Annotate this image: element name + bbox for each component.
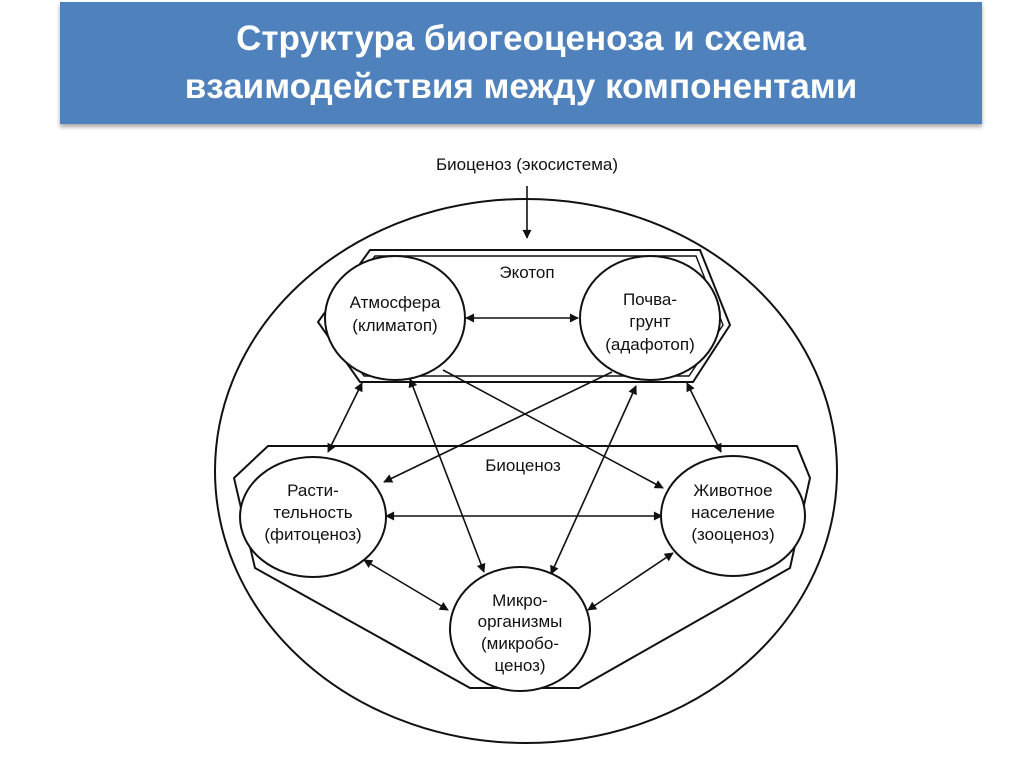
- page-title-line1: Структура биогеоценоза и схема: [236, 19, 806, 58]
- arrow-soil-animals: [686, 382, 722, 453]
- page-title-line2: взаимодействия между компонентами: [184, 67, 858, 106]
- arrow-atmosphere-microbes: [408, 378, 486, 573]
- node-atmosphere: Атмосфера (климатоп): [324, 255, 466, 381]
- node-animals-line3: (зооценоз): [691, 525, 774, 544]
- node-soil-line2: грунт: [629, 312, 670, 331]
- ecotop-label: Экотоп: [499, 263, 554, 282]
- node-microbes-line2: организмы: [478, 612, 563, 631]
- arrow-plants-microbes: [363, 559, 449, 611]
- node-animals: Животное население (зооценоз): [660, 455, 806, 577]
- node-animals-line2: население: [691, 503, 775, 522]
- node-microbes-line4: ценоз): [494, 656, 545, 675]
- node-plants-line2: тельность: [273, 503, 352, 522]
- arrow-animals-microbes: [587, 552, 674, 611]
- node-plants-line3: (фитоценоз): [264, 525, 361, 544]
- arrow-atmosphere-plants: [327, 382, 363, 453]
- node-soil: Почва- грунт (адафотоп): [579, 255, 721, 381]
- title-banner: Структура биогеоценоза и схема взаимодей…: [60, 2, 982, 124]
- node-soil-line1: Почва-: [623, 290, 677, 309]
- node-atmosphere-line1: Атмосфера: [350, 293, 441, 312]
- node-microbes-line1: Микро-: [492, 591, 548, 610]
- ecotop-group-outer: [316, 249, 732, 383]
- node-microbes: Микро- организмы (микробо- ценоз): [449, 566, 591, 692]
- node-microbes-line3: (микробо-: [481, 634, 559, 653]
- node-plants-line1: Расти-: [287, 481, 339, 500]
- node-animals-line1: Животное: [693, 481, 772, 500]
- ecosystem-label: Биоценоз (экосистема): [436, 155, 618, 174]
- node-atmosphere-line2: (климатоп): [352, 316, 437, 335]
- node-plants: Расти- тельность (фитоценоз): [239, 456, 387, 578]
- arrow-soil-microbes: [550, 385, 637, 575]
- biocenosis-label: Биоценоз: [485, 456, 561, 475]
- node-soil-line3: (адафотоп): [605, 335, 694, 354]
- ecosystem-ellipse: [214, 198, 838, 744]
- interaction-arrows: [327, 313, 722, 611]
